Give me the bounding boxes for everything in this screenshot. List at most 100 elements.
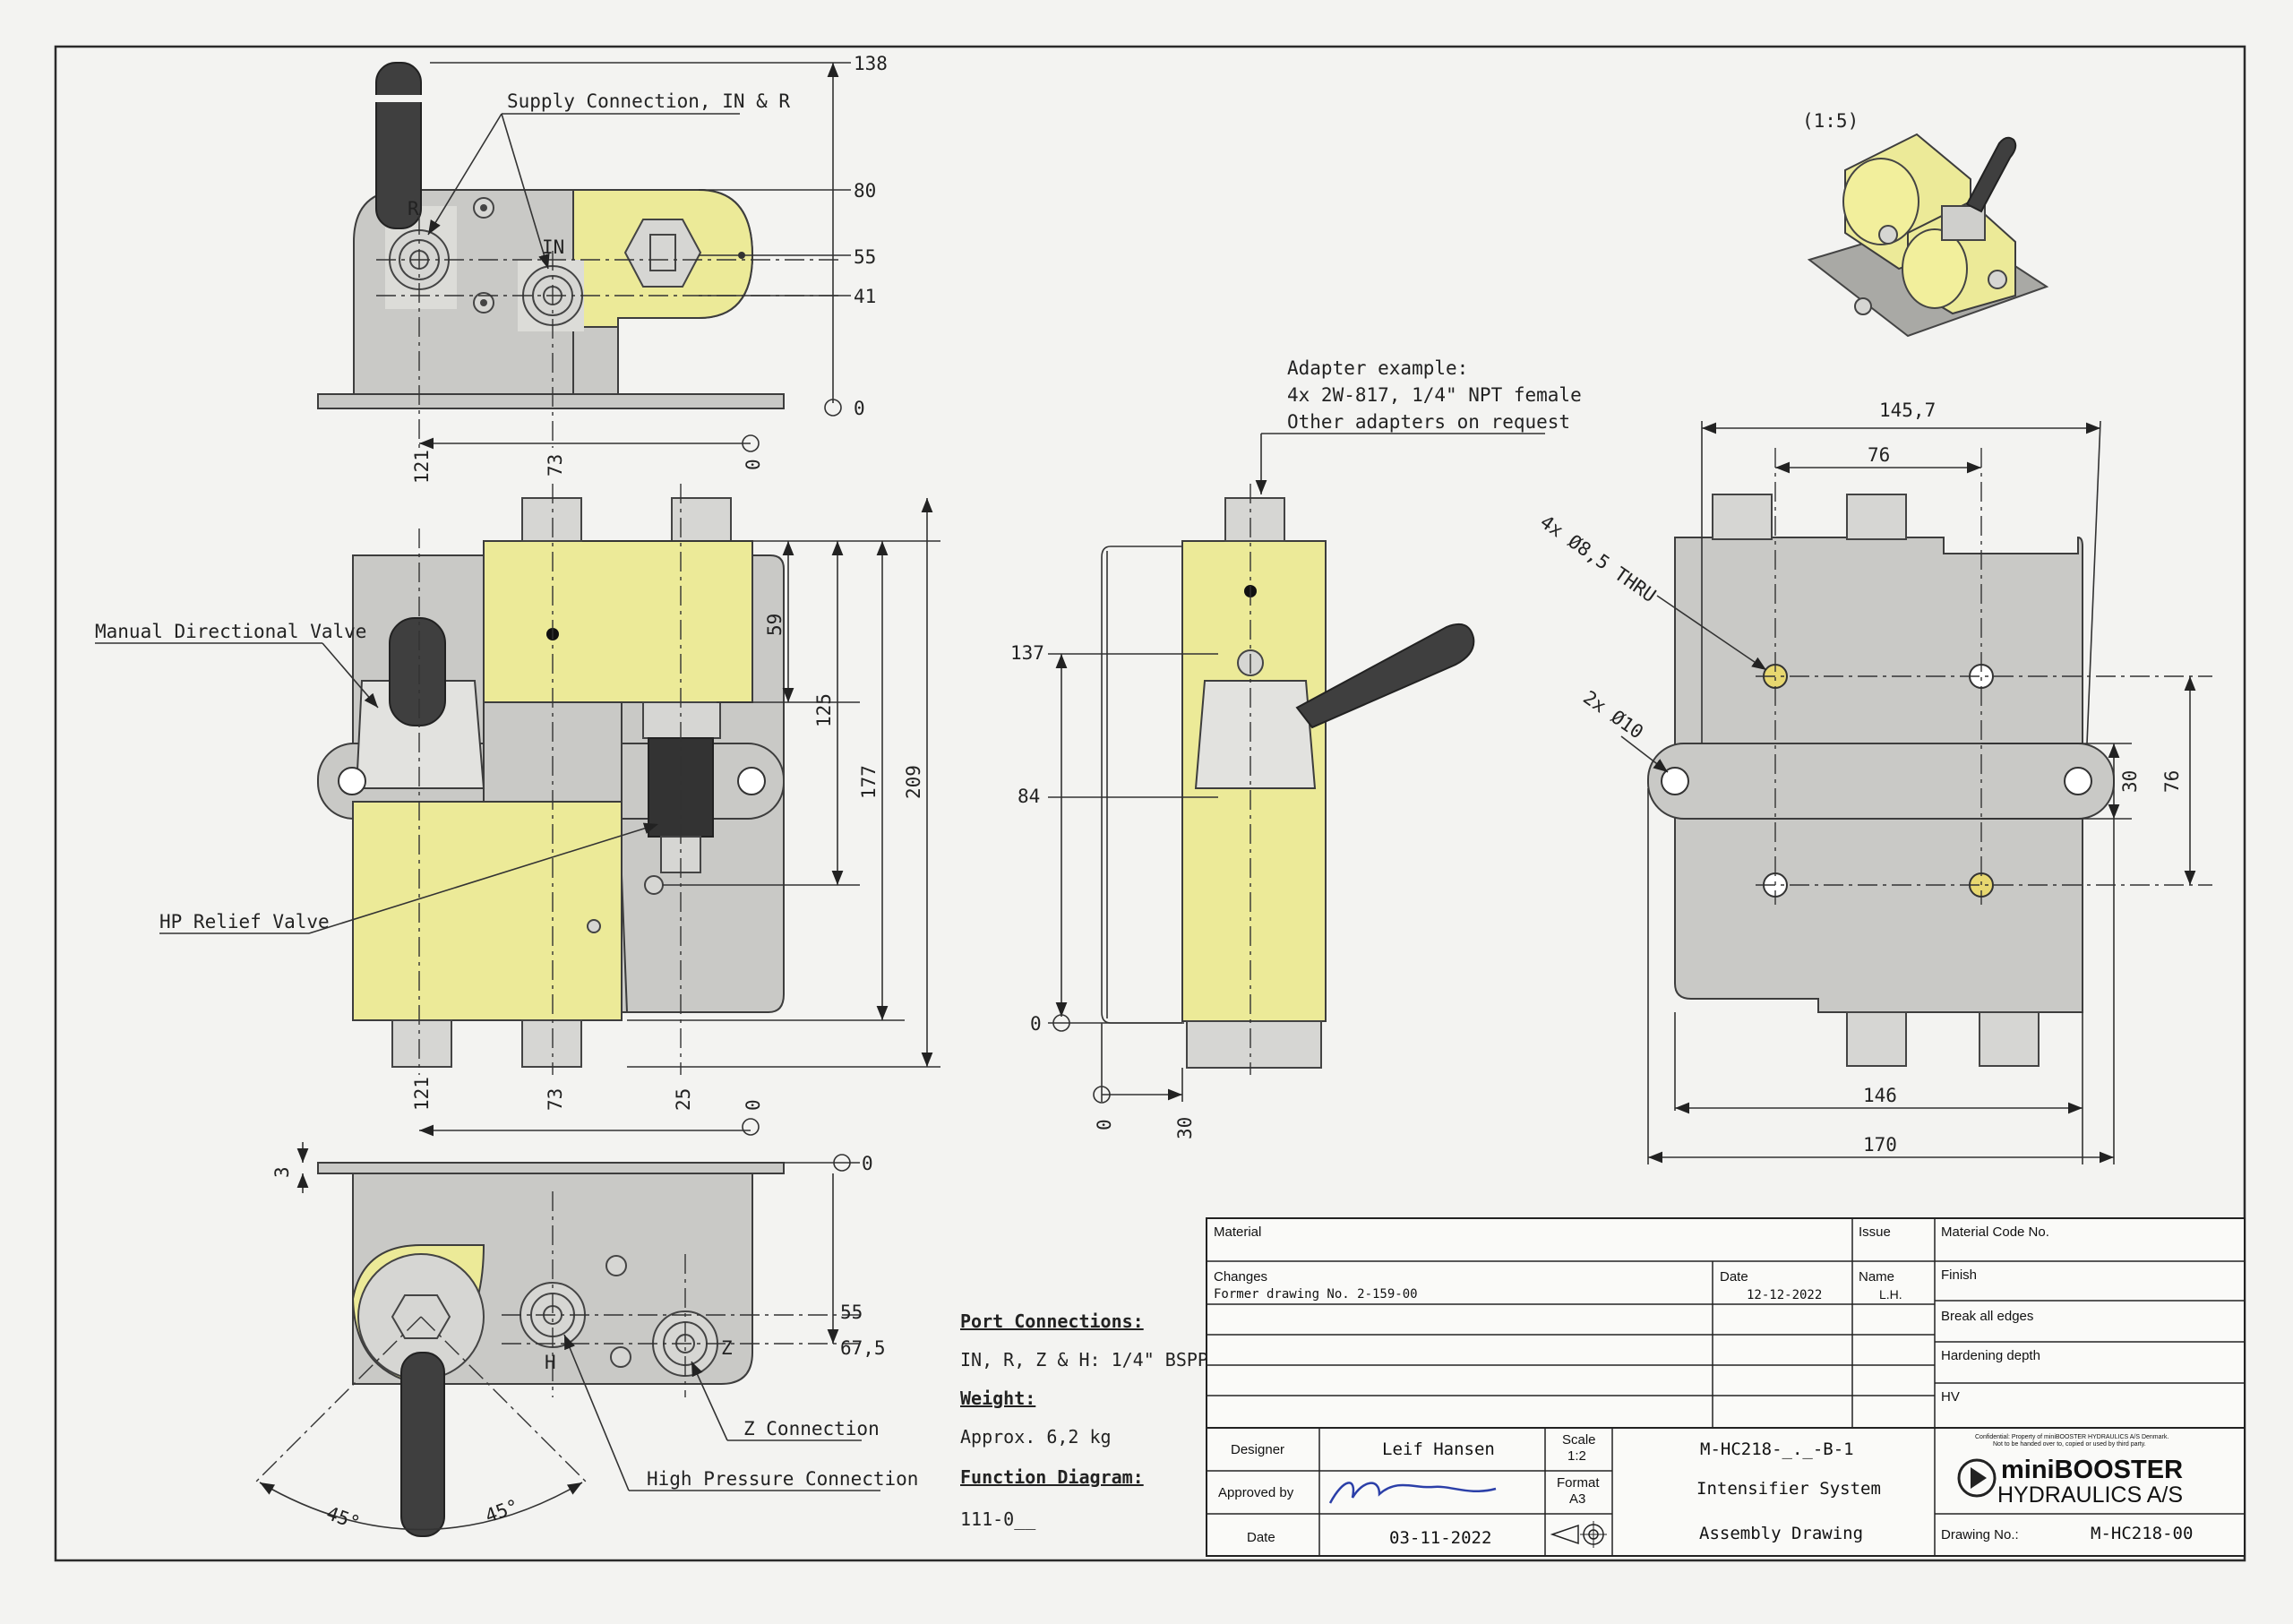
- dim-30b: 30: [2119, 770, 2141, 793]
- tb-date-value: 12-12-2022: [1747, 1288, 1822, 1302]
- tb-hv: HV: [1941, 1389, 1960, 1405]
- notes-weight-title: Weight:: [960, 1388, 1035, 1409]
- tb-format-label: Format: [1557, 1475, 1600, 1491]
- port-label-h: H: [545, 1352, 556, 1373]
- tb-confidential-1: Confidential: Property of miniBOOSTER HY…: [1975, 1434, 2168, 1440]
- dim-73: 73: [545, 454, 566, 477]
- tb-finish-label: Finish: [1941, 1267, 1977, 1283]
- port-label-r: R: [408, 198, 419, 219]
- tb-name-value: L.H.: [1879, 1287, 1902, 1302]
- dim-76c: 76: [1868, 444, 1890, 466]
- isometric-view: (1:5): [1802, 110, 2049, 338]
- tb-designer-label: Designer: [1231, 1442, 1284, 1457]
- tb-designer-value: Leif Hansen: [1382, 1439, 1495, 1459]
- side-view: 137 84 0 0 30 Adapter example: 4x 2W-817…: [1010, 357, 1582, 1139]
- notes-function-title: Function Diagram:: [960, 1466, 1144, 1488]
- top-view: R IN 138 80 55 41 0 121 73 0 Supply Conn…: [317, 53, 888, 484]
- notes-weight-text: Approx. 6,2 kg: [960, 1426, 1112, 1448]
- dim-angle-left: 45°: [323, 1502, 363, 1534]
- dim-0d: 0: [1030, 1013, 1042, 1035]
- dim-55b: 55: [840, 1302, 863, 1323]
- dim-angle-right: 45°: [483, 1495, 522, 1527]
- dim-84: 84: [1018, 786, 1040, 807]
- tb-part-no: M-HC218-_._-B-1: [1700, 1439, 1854, 1459]
- approver-signature: [1328, 1482, 1497, 1504]
- dim-80: 80: [854, 180, 876, 202]
- callout-holes-10: 2x Ø10: [1579, 686, 1647, 743]
- minibooster-logo: miniBOOSTER HYDRAULICS A/S: [1957, 1456, 2183, 1508]
- projection-icon: [1550, 1521, 1607, 1548]
- dim-59: 59: [764, 614, 786, 636]
- dim-55: 55: [854, 246, 876, 268]
- back-view: 30 76 145,7 76 146 170 4x Ø8,5 THRU 2x Ø…: [1536, 400, 2212, 1164]
- tb-scale-label: Scale: [1562, 1432, 1596, 1448]
- tb-drawing-no: M-HC218-00: [2091, 1524, 2193, 1543]
- tb-date-label: Date: [1720, 1269, 1748, 1285]
- callout-manual-valve: Manual Directional Valve: [95, 621, 366, 642]
- dim-0: 0: [854, 398, 865, 419]
- bottom-view: H Z 45° 45° 3 0 55 67,5 Z Connection Hig…: [254, 1142, 918, 1537]
- tb-part-name: Intensifier System: [1696, 1479, 1881, 1499]
- dim-137: 137: [1010, 642, 1044, 664]
- dim-209: 209: [903, 765, 924, 799]
- tb-issue-label: Issue: [1859, 1224, 1891, 1240]
- tb-format-value: A3: [1569, 1491, 1585, 1507]
- dim-125: 125: [813, 693, 835, 727]
- tb-scale-value: 1:2: [1567, 1448, 1586, 1464]
- title-block: Material Issue Material Code No. Changes…: [1206, 1217, 2246, 1557]
- port-label-z: Z: [721, 1337, 733, 1359]
- dim-0c: 0: [862, 1153, 873, 1174]
- dim-1457: 145,7: [1879, 400, 1936, 421]
- scale-detail: (1:5): [1802, 110, 1859, 132]
- tb-doc-type: Assembly Drawing: [1699, 1524, 1863, 1543]
- callout-adapter-line3: Other adapters on request: [1287, 411, 1570, 433]
- dim-146: 146: [1863, 1085, 1897, 1106]
- tb-approved-label: Approved by: [1218, 1485, 1294, 1500]
- side-lever-handle: [1295, 623, 1475, 729]
- tb-date2-value: 03-11-2022: [1389, 1528, 1491, 1548]
- callout-hp-relief: HP Relief Valve: [159, 911, 330, 932]
- notes-port-title: Port Connections:: [960, 1310, 1144, 1332]
- tb-date2-label: Date: [1247, 1530, 1275, 1545]
- notes-function-text: 111-0__: [960, 1508, 1036, 1530]
- dim-3: 3: [271, 1166, 293, 1178]
- callout-high-pressure: High Pressure Connection: [647, 1468, 918, 1490]
- logo-line2: HYDRAULICS A/S: [1997, 1482, 2183, 1508]
- callout-holes-thru: 4x Ø8,5 THRU: [1536, 511, 1660, 606]
- tb-changes-label: Changes: [1214, 1269, 1267, 1285]
- dim-41: 41: [854, 286, 876, 307]
- drawing-frame: [54, 45, 2246, 1562]
- tb-drawing-no-label: Drawing No.:: [1941, 1527, 2019, 1542]
- hp-relief-valve: [648, 737, 714, 838]
- dim-76b: 76: [2161, 770, 2183, 793]
- dim-675: 67,5: [840, 1337, 886, 1359]
- dim-177: 177: [858, 765, 880, 799]
- tb-material-code-label: Material Code No.: [1941, 1224, 2049, 1240]
- lever-handle: [375, 62, 422, 229]
- tb-changes-text: Former drawing No. 2-159-00: [1214, 1287, 1418, 1302]
- tb-name-label: Name: [1859, 1269, 1894, 1285]
- dim-30: 30: [1174, 1117, 1196, 1139]
- dim-121b: 121: [411, 1077, 433, 1111]
- logo-line1: miniBOOSTER: [2001, 1456, 2183, 1484]
- dim-138: 138: [854, 53, 888, 74]
- dim-170: 170: [1863, 1134, 1897, 1156]
- dim-25: 25: [673, 1088, 694, 1111]
- notes-port-text: IN, R, Z & H: 1/4" BSPP: [960, 1349, 1208, 1371]
- callout-z-connection: Z Connection: [743, 1418, 880, 1439]
- front-view: 59 125 177 209 121 73 25 0 Manual Direct…: [95, 484, 940, 1137]
- dim-0e: 0: [1094, 1119, 1115, 1130]
- tb-material-label: Material: [1214, 1224, 1261, 1240]
- body-block-lower: [352, 801, 623, 1021]
- dim-0h: 0: [743, 459, 764, 470]
- dim-0b: 0: [743, 1099, 764, 1111]
- callout-adapter-line1: Adapter example:: [1287, 357, 1468, 379]
- tb-break-edges: Break all edges: [1941, 1309, 2033, 1324]
- callout-adapter-line2: 4x 2W-817, 1/4" NPT female: [1287, 384, 1582, 406]
- notes-block: Port Connections: IN, R, Z & H: 1/4" BSP…: [960, 1310, 1208, 1530]
- dim-73b: 73: [545, 1088, 566, 1111]
- tb-hardening: Hardening depth: [1941, 1348, 2040, 1363]
- tb-confidential-2: Not to be handed over to, copied or used…: [1993, 1441, 2146, 1448]
- dim-121: 121: [411, 450, 433, 484]
